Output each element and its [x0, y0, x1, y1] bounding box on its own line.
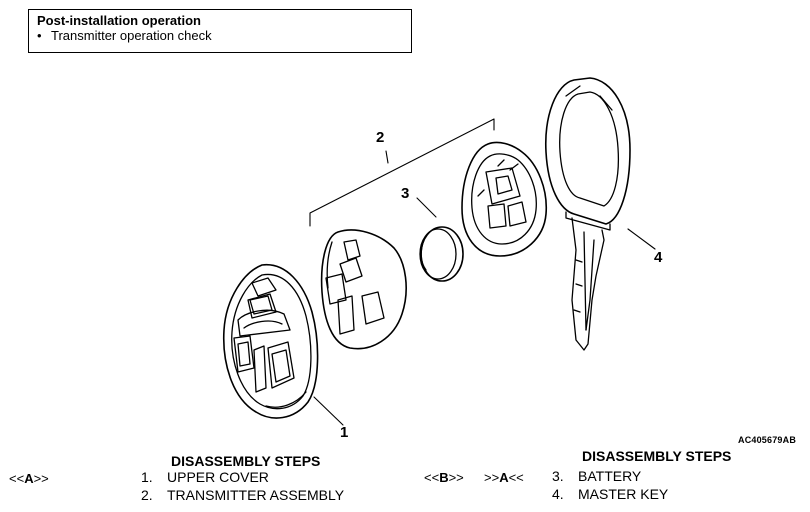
callout-2-bracket [309, 118, 495, 227]
ref-a-left: <<A>> [9, 471, 49, 486]
callout-1: 1 [340, 424, 349, 441]
left-steps-heading: DISASSEMBLY STEPS [171, 453, 321, 469]
callout-2: 2 [376, 129, 385, 146]
ref-a-right: >>A<< [484, 470, 524, 485]
post-installation-item-text: Transmitter operation check [51, 28, 212, 43]
upper-cover-drawing [222, 264, 319, 419]
callout-4: 4 [654, 249, 663, 266]
callout-4-leader [627, 228, 656, 250]
callout-1-leader [313, 396, 344, 426]
step-1: 1.UPPER COVER [141, 469, 269, 485]
callout-3: 3 [401, 185, 410, 202]
master-key-drawing [545, 77, 631, 351]
step-3: 3.BATTERY [552, 468, 642, 484]
post-installation-item: • Transmitter operation check [37, 28, 411, 44]
callout-3-leader [416, 197, 437, 218]
transmitter-back-drawing [461, 141, 548, 257]
step-2: 2.TRANSMITTER ASSEMBLY [141, 487, 345, 503]
battery-drawing [419, 226, 464, 282]
callout-2-leader [385, 150, 389, 164]
step-4: 4.MASTER KEY [552, 486, 669, 502]
figure-code: AC405679AB [738, 435, 797, 445]
bullet-icon: • [37, 28, 42, 43]
post-installation-title: Post-installation operation [37, 13, 201, 28]
right-steps-heading: DISASSEMBLY STEPS [582, 448, 732, 464]
transmitter-front-drawing [320, 229, 407, 350]
post-installation-box: Post-installation operation • Transmitter… [28, 9, 412, 53]
ref-b-right: <<B>> [424, 470, 464, 485]
